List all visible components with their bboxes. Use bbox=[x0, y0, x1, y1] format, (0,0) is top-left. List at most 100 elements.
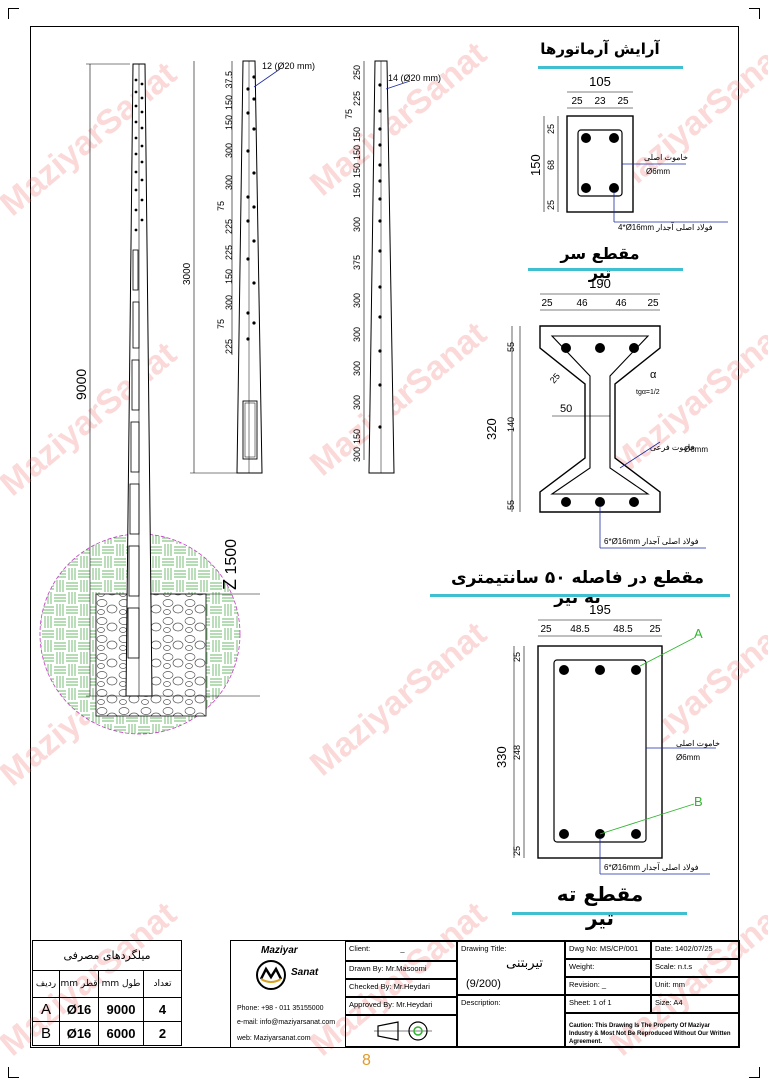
corner-mark-bl bbox=[8, 1067, 19, 1078]
top-h-part: 55 bbox=[506, 342, 516, 352]
materials-header: mm قطر bbox=[59, 970, 99, 998]
drawn-by-cell: Drawn By: Mr.Masoomi bbox=[345, 961, 457, 979]
rebar-w-part: 23 bbox=[594, 96, 606, 107]
approved-by: Approved By: Mr.Heydari bbox=[349, 1000, 433, 1009]
dims-2-labels: 250 225 75 150 150 150 150 300 375 300 3… bbox=[344, 65, 362, 462]
row-qty: 4 bbox=[143, 996, 182, 1022]
pole-detail-1: 37.5 150 150 300 300 75 225 225 150 300 … bbox=[182, 60, 315, 474]
row-qty: 2 bbox=[143, 1020, 182, 1047]
materials-title: میلگردهای مصرفی bbox=[32, 939, 182, 972]
dim-label: 150 bbox=[352, 127, 362, 142]
rebar-stirrup: خاموت اصلی bbox=[644, 153, 688, 162]
row-dia: Ø16 bbox=[59, 1020, 99, 1047]
description-cell: Description: bbox=[457, 995, 565, 1047]
rebar-title: آرایش آرماتورها bbox=[540, 40, 660, 58]
rebar-height: 150 bbox=[528, 154, 543, 176]
top-w-part: 25 bbox=[647, 298, 659, 309]
dim-label: 300 bbox=[352, 217, 362, 232]
dim-label: 225 bbox=[352, 91, 362, 106]
title-underline bbox=[430, 594, 730, 597]
dim-label: 150 bbox=[352, 429, 362, 444]
dim-label: 300 bbox=[352, 327, 362, 342]
rebar-w-part: 25 bbox=[617, 96, 629, 107]
dim-label: 150 bbox=[224, 269, 234, 284]
contact-phone: Phone: +98 - 011 35155000 bbox=[237, 1005, 324, 1012]
materials-header: تعداد bbox=[143, 970, 182, 998]
top-h-part: 140 bbox=[506, 417, 516, 432]
dim-label: 75 bbox=[344, 109, 354, 119]
rebar-width: 105 bbox=[589, 74, 611, 89]
title-underline bbox=[538, 66, 683, 69]
dim-label: 300 bbox=[224, 143, 234, 158]
weight: Weight: bbox=[569, 962, 595, 971]
table-row: B Ø16 6000 2 bbox=[32, 1020, 182, 1047]
top-height: 320 bbox=[484, 418, 499, 440]
logo-bottom: Sanat bbox=[291, 967, 319, 978]
client-value: _ bbox=[400, 944, 405, 953]
table-row: A Ø16 9000 4 bbox=[32, 996, 182, 1022]
dim-label: 150 bbox=[352, 145, 362, 160]
mid-h-part: 25 bbox=[512, 846, 522, 856]
top-tg: tgα=1/2 bbox=[636, 389, 660, 396]
mid-section-title: مقطع در فاصله ۵۰ سانتیمتری ته تیر bbox=[451, 568, 704, 608]
top-flange-depth: 25 bbox=[548, 371, 562, 385]
mid-h-part: 248 bbox=[512, 745, 522, 760]
dwg-no-cell: Dwg No: MS/CP/001 bbox=[565, 941, 651, 959]
hole-label-1: 12 (Ø20 mm) bbox=[262, 61, 315, 71]
dim-label: 375 bbox=[352, 255, 362, 270]
top-main-bar: 6*Ø16mm فولاد اصلی آجدار bbox=[604, 536, 699, 546]
dim-label: 150 bbox=[352, 183, 362, 198]
point-b-label: B bbox=[694, 794, 703, 809]
embed-letter: Z bbox=[220, 579, 240, 590]
row-dia: Ø16 bbox=[59, 996, 99, 1022]
caution-cell: Caution: This Drawing Is The Property Of… bbox=[565, 1013, 739, 1047]
top-w-part: 46 bbox=[576, 298, 588, 309]
dim-label: 75 bbox=[216, 319, 226, 329]
embed-value: 1500 bbox=[223, 538, 240, 575]
dim-label: 225 bbox=[224, 339, 234, 354]
mid-w-part: 48.5 bbox=[613, 624, 633, 635]
size-cell: Size: A4 bbox=[651, 995, 739, 1013]
materials-header: ردیف bbox=[32, 970, 60, 998]
row-len: 9000 bbox=[98, 996, 144, 1022]
corner-mark-tr bbox=[749, 8, 760, 19]
row-id: A bbox=[32, 996, 60, 1022]
page-number: 8 bbox=[362, 1052, 371, 1069]
mid-stirrup: خاموت اصلی bbox=[676, 739, 720, 748]
point-a-label: A bbox=[694, 626, 703, 641]
embed-depth-label: Z 1500 bbox=[220, 490, 260, 590]
mid-section: 195 25 48.5 48.5 25 330 25 248 25 A B خا… bbox=[494, 602, 720, 875]
drawing-code: (9/200) bbox=[466, 978, 501, 990]
dim-label: 300 bbox=[352, 395, 362, 410]
logo-top: Maziyar bbox=[261, 945, 298, 956]
top-w-part: 25 bbox=[541, 298, 553, 309]
scale: Scale: n.t.s bbox=[655, 962, 693, 971]
revision-cell: Revision: _ bbox=[565, 977, 651, 995]
mid-stirrup-size: Ø6mm bbox=[676, 753, 700, 762]
top-section: 190 25 46 46 25 320 55 140 55 50 25 α tg… bbox=[484, 276, 708, 549]
contact-web: web: Maziyarsanat.com bbox=[237, 1035, 311, 1042]
description-label: Description: bbox=[461, 998, 501, 1007]
mid-h-part: 25 bbox=[512, 652, 522, 662]
mid-height: 330 bbox=[494, 746, 509, 768]
dim-label: 150 bbox=[224, 95, 234, 110]
title-underline bbox=[512, 912, 687, 915]
top-stirrup-size: Ø6mm bbox=[684, 445, 708, 454]
row-id: B bbox=[32, 1020, 60, 1047]
caution-text: Caution: This Drawing Is The Property Of… bbox=[569, 1023, 731, 1045]
rebar-h-part: 25 bbox=[546, 200, 556, 210]
corner-mark-tl bbox=[8, 8, 19, 19]
dim-label: 150 bbox=[352, 163, 362, 178]
pole-elevation: 9000 bbox=[39, 63, 260, 735]
drawing-title-label: Drawing Title: bbox=[461, 944, 507, 953]
pole-detail-2: 250 225 75 150 150 150 150 300 375 300 3… bbox=[344, 60, 441, 474]
dim-label: 225 bbox=[224, 245, 234, 260]
top-stirrup: خاموت فرعی bbox=[650, 443, 695, 452]
rebar-stirrup-size: Ø6mm bbox=[646, 167, 670, 176]
mid-w-part: 48.5 bbox=[570, 624, 590, 635]
projection-symbol-cell bbox=[345, 1015, 457, 1047]
top-width: 190 bbox=[589, 276, 611, 291]
sheet: Sheet: 1 of 1 bbox=[569, 998, 612, 1007]
logo-cell: Maziyar Sanat bbox=[231, 941, 345, 1001]
rebar-h-part: 68 bbox=[546, 160, 556, 170]
